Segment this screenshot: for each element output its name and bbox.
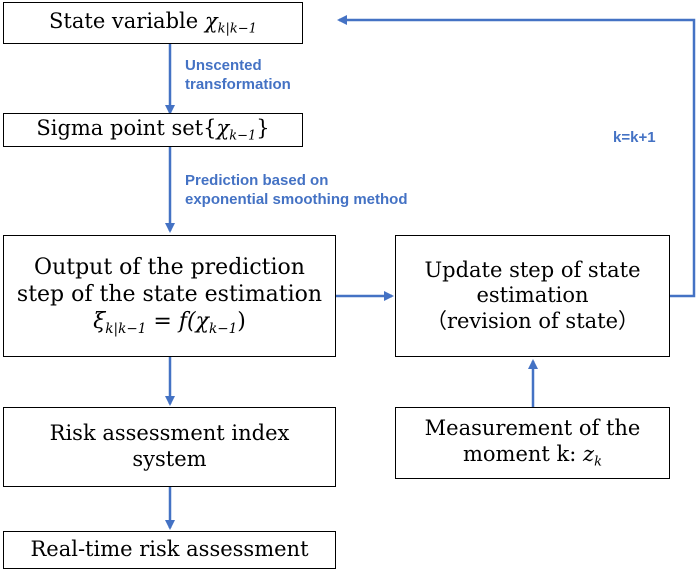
measurement-text: moment k: [463,441,577,466]
z-symbol: z [583,441,595,466]
risk-index-line1: Risk assessment index [49,421,290,446]
sigma-chi-subscript: k−1 [229,128,257,144]
formula-close: ) [237,308,246,334]
sigma-closing-brace: } [256,115,270,140]
update-step-line2: estimation [476,283,589,308]
xi-subscript: k|k−1 [105,320,147,337]
measurement-line2: moment k: zk [463,442,602,470]
formula-chi-subscript: k−1 [208,320,238,337]
prediction-output-line2: step of the state estimation [16,281,323,307]
risk-index-box: Risk assessment index system [3,407,336,487]
risk-index-line2: system [132,447,207,471]
state-variable-box: State variable χk|k−1 [3,2,303,44]
update-step-box: Update step of state estimation （revisio… [395,235,670,357]
measurement-box: Measurement of the moment k: zk [395,407,670,479]
update-step-line3: （revision of state） [425,308,640,333]
measurement-line1: Measurement of the [424,415,641,440]
sigma-point-set-box: Sigma point set{χk−1} [3,113,303,147]
formula-chi-symbol: χ [195,308,209,334]
prediction-output-line1: Output of the prediction [34,254,305,280]
realtime-risk-box: Real-time risk assessment [3,531,336,569]
xi-symbol: ξ [93,308,106,334]
chi-subscript: k|k−1 [217,21,257,37]
feedback-loop-arrow [337,15,696,298]
prediction-method-label: Prediction based on exponential smoothin… [185,172,408,208]
prediction-formula: ξk|k−1 = f(χk−1) [93,309,246,337]
z-subscript: k [594,454,602,470]
update-step-line1: Update step of state [424,257,641,282]
loop-label: k=k+1 [613,129,656,146]
realtime-risk-text: Real-time risk assessment [30,537,309,562]
chi-symbol: χ [204,8,218,33]
prediction-output-box: Output of the prediction step of the sta… [3,235,336,357]
unscented-label: Unscented transformation [185,57,291,93]
sigma-chi-symbol: χ [216,115,230,140]
sigma-point-text: Sigma point set{ [36,115,217,140]
state-variable-text: State variable [49,8,199,33]
formula-rest: = f( [146,308,196,334]
